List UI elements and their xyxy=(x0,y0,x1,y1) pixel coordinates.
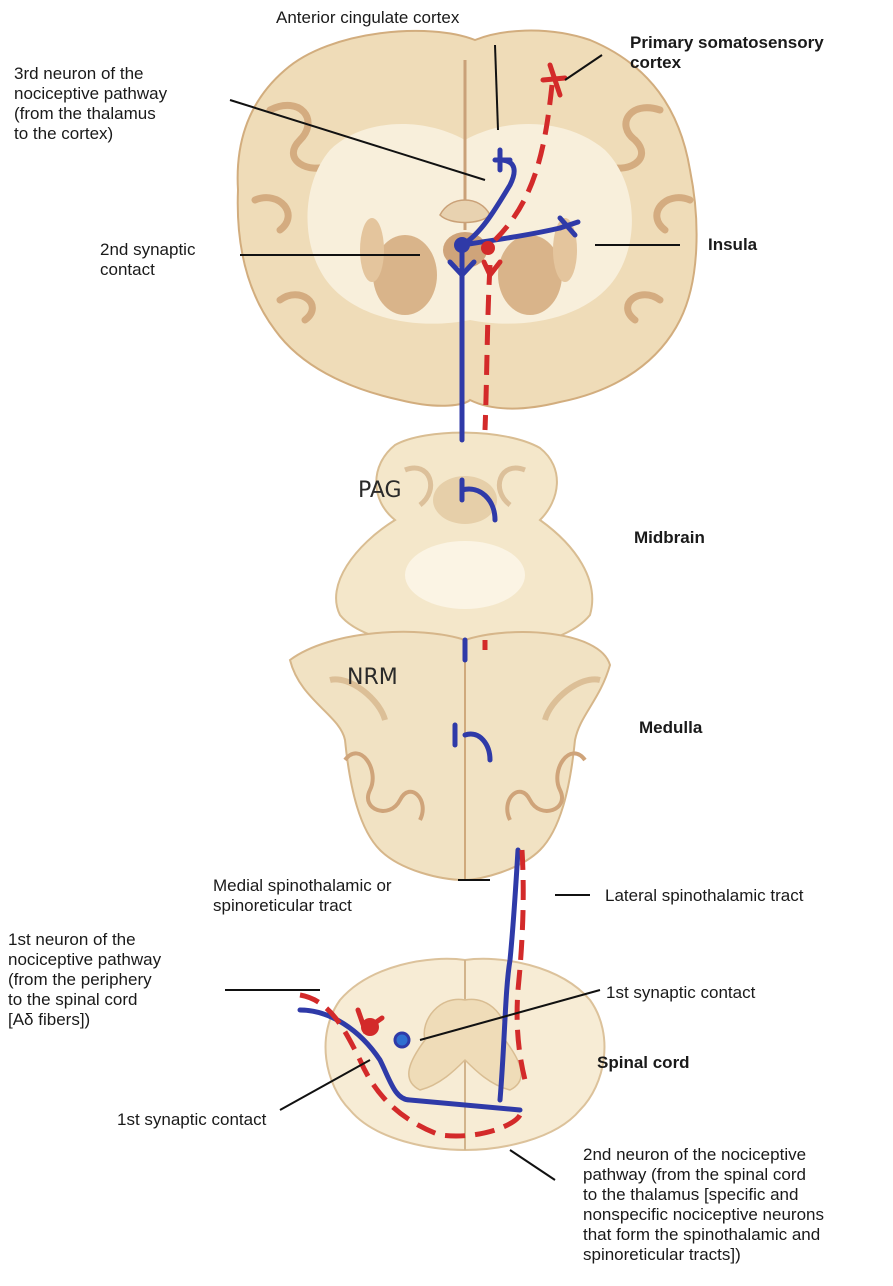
label-lateral-spinothalamic-tract: Lateral spinothalamic tract xyxy=(605,886,803,906)
label-second-neuron: 2nd neuron of the nociceptive pathway (f… xyxy=(583,1145,824,1265)
label-medulla: Medulla xyxy=(639,718,702,738)
label-primary-somatosensory-cortex: Primary somatosensory cortex xyxy=(630,33,824,73)
label-anterior-cingulate-cortex: Anterior cingulate cortex xyxy=(276,8,459,28)
label-second-synaptic-contact: 2nd synaptic contact xyxy=(100,240,195,280)
label-nrm: NRM xyxy=(347,665,398,690)
label-medial-spinothalamic-tract: Medial spinothalamic or spinoreticular t… xyxy=(213,876,392,916)
spinal-cord-section-icon xyxy=(326,959,605,1150)
label-insula: Insula xyxy=(708,235,757,255)
label-first-synaptic-contact-left: 1st synaptic contact xyxy=(117,1110,266,1130)
label-midbrain: Midbrain xyxy=(634,528,705,548)
midbrain-section-icon xyxy=(336,433,592,650)
neuron-dot-icon xyxy=(454,237,470,253)
label-pag: PAG xyxy=(358,478,402,503)
brain-coronal-section-icon xyxy=(238,31,697,409)
label-spinal-cord: Spinal cord xyxy=(597,1053,690,1073)
label-first-neuron: 1st neuron of the nociceptive pathway (f… xyxy=(8,930,161,1030)
label-first-synaptic-contact-right: 1st synaptic contact xyxy=(606,983,755,1003)
label-third-neuron: 3rd neuron of the nociceptive pathway (f… xyxy=(14,64,167,144)
medulla-section-icon xyxy=(290,632,610,880)
